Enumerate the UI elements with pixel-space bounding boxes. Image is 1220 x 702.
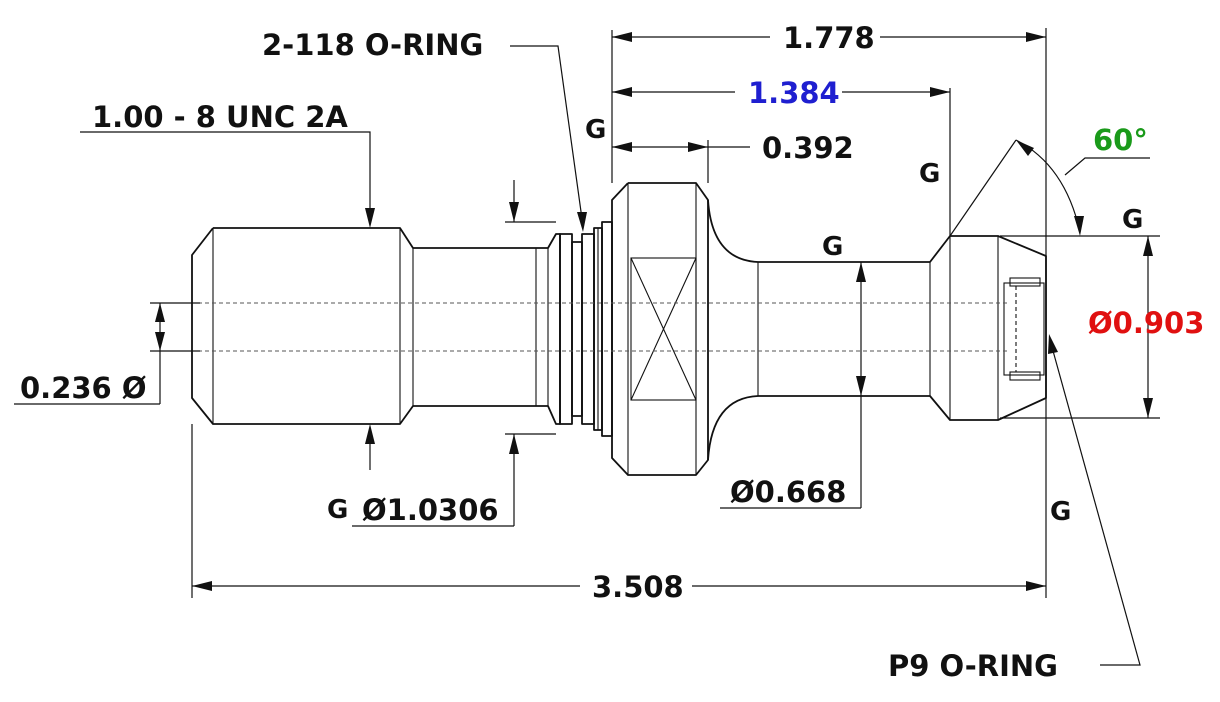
dim-0668: Ø0.668 — [720, 262, 866, 509]
dia-0236-label: 0.236 Ø — [20, 371, 146, 405]
dim-0392: 0.392 — [612, 131, 854, 165]
thread-label: 1.00 - 8 UNC 2A — [92, 100, 348, 134]
oring-top-label: 2-118 O-RING — [262, 28, 483, 62]
dia-0903-label: Ø0.903 — [1088, 306, 1204, 340]
dim-1778: 1.778 — [612, 21, 1046, 55]
dia-10306-label: Ø1.0306 — [362, 493, 499, 527]
thread-callout: 1.00 - 8 UNC 2A — [80, 100, 375, 470]
thread-section — [191, 227, 561, 425]
g-label: G — [1122, 205, 1143, 235]
g-label: G — [822, 232, 843, 262]
flange — [611, 182, 709, 476]
dim-3508: 3.508 — [192, 570, 1046, 604]
dim-3508-label: 3.508 — [592, 570, 684, 604]
dim-1384-label: 1.384 — [748, 76, 840, 110]
oring-bottom-callout: P9 O-RING — [888, 334, 1141, 683]
g-label: G — [327, 495, 348, 525]
dim-10306: Ø1.0306 — [352, 180, 556, 527]
part-outline — [170, 182, 1047, 476]
g-label: G — [585, 115, 606, 145]
dim-1384: 1.384 — [612, 76, 950, 110]
g-label: G — [1050, 497, 1071, 527]
dia-0668-label: Ø0.668 — [730, 475, 846, 509]
g-labels: G G G G G G — [327, 115, 1143, 527]
oring-groove — [559, 233, 573, 425]
dim-0236: 0.236 Ø — [14, 302, 200, 405]
g-label: G — [919, 159, 940, 189]
angle-label: 60° — [1093, 123, 1148, 157]
dim-angle: 60° — [949, 123, 1150, 237]
wrench-flat — [630, 257, 697, 401]
oring-bottom-label: P9 O-RING — [888, 649, 1058, 683]
dim-1778-label: 1.778 — [783, 21, 875, 55]
neck — [707, 199, 1047, 461]
p9-oring-pocket — [1003, 282, 1045, 376]
dim-0392-label: 0.392 — [762, 131, 854, 165]
oring-top-callout: 2-118 O-RING — [262, 28, 587, 232]
dim-0903: Ø0.903 — [1000, 235, 1204, 419]
